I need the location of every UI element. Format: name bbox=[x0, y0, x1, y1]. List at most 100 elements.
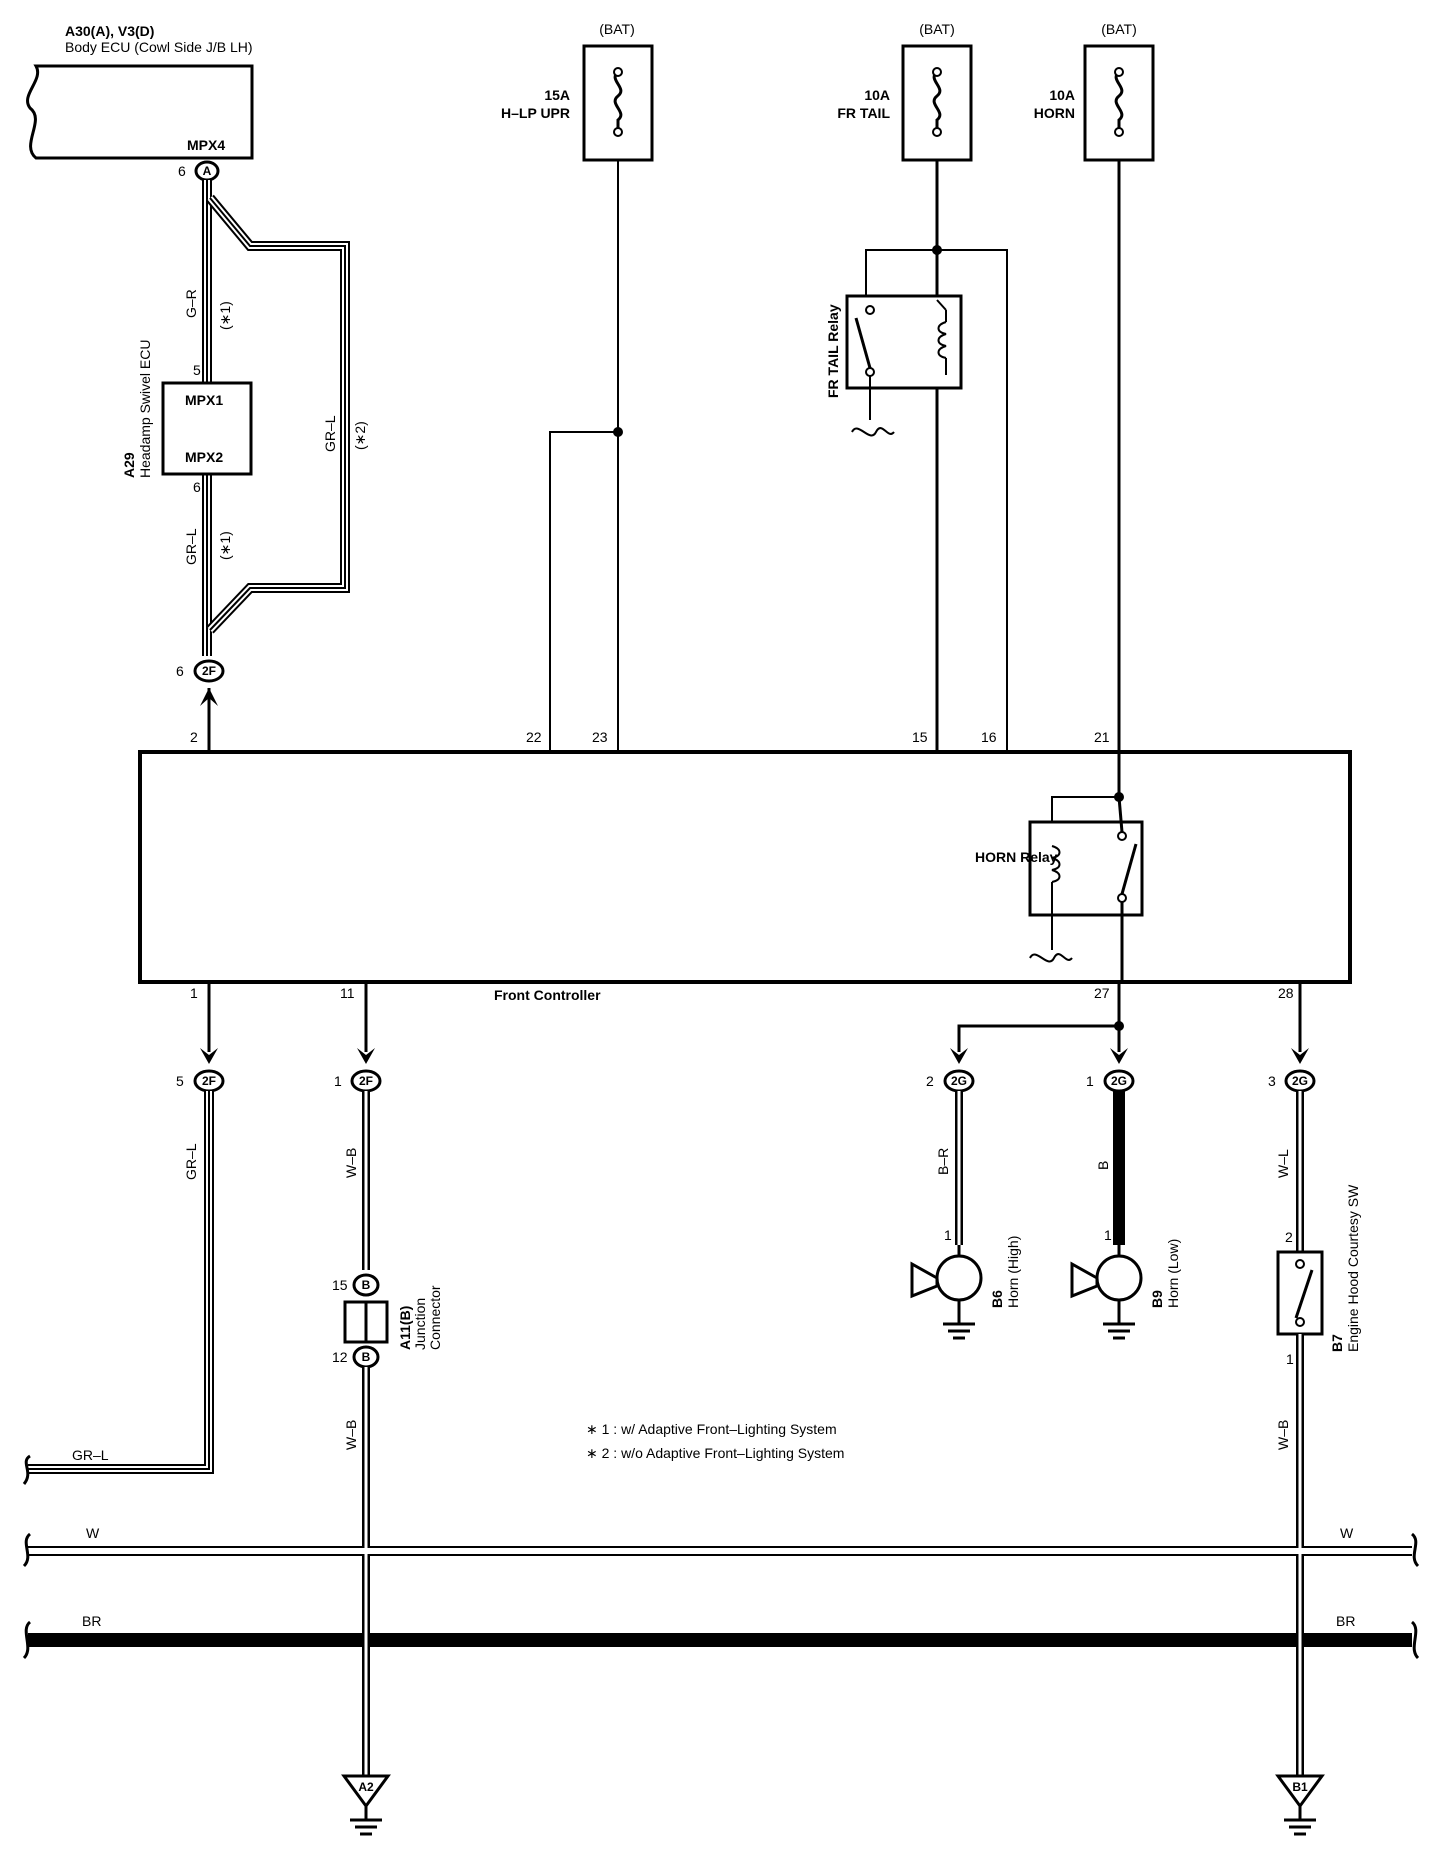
splice-fr-tail bbox=[932, 245, 942, 255]
junction-conn-top: B bbox=[362, 1278, 371, 1292]
horn-high-name: Horn (High) bbox=[1005, 1236, 1021, 1308]
splice-h-lp bbox=[613, 427, 623, 437]
front-controller-name: Front Controller bbox=[494, 987, 601, 1003]
fuse3-amp: 10A bbox=[1049, 87, 1075, 103]
c2g-3-conn: 2G bbox=[1292, 1074, 1308, 1088]
c2g-1-conn: 2G bbox=[951, 1074, 967, 1088]
fc-pin-1: 1 bbox=[190, 985, 198, 1001]
body-ecu-subtitle: Body ECU (Cowl Side J/B LH) bbox=[65, 39, 253, 55]
fc-pin-2: 2 bbox=[190, 729, 198, 745]
fr-tail-relay-name: FR TAIL Relay bbox=[825, 304, 841, 398]
fc-pin-28: 28 bbox=[1278, 985, 1294, 1001]
wire-label-gr-l: GR–L bbox=[183, 528, 199, 565]
fc-pin-23: 23 bbox=[592, 729, 608, 745]
fuse-fr-tail: (BAT) 10A FR TAIL bbox=[837, 21, 973, 162]
swivel-ecu-box bbox=[161, 381, 253, 476]
junction-id: A11(B) bbox=[397, 1306, 413, 1350]
bus-br-label-right: BR bbox=[1336, 1613, 1355, 1629]
wire-note-2: (∗2) bbox=[352, 421, 368, 450]
c2g-3-pin: 3 bbox=[1268, 1073, 1276, 1089]
fc-pin-11: 11 bbox=[340, 985, 355, 1001]
note-2: ∗ 2 : w/o Adaptive Front–Lighting System bbox=[586, 1445, 844, 1461]
left-harness: G–R (∗1) GR–L (∗2) GR–L (∗1) MPX1 MPX2 5… bbox=[121, 180, 368, 752]
c2g-2-pin: 1 bbox=[1086, 1073, 1094, 1089]
hood-courtesy-switch bbox=[1276, 1250, 1324, 1336]
fc-pin-16: 16 bbox=[981, 729, 997, 745]
wire-note-1b: (∗1) bbox=[217, 531, 233, 560]
note-1: ∗ 1 : w/ Adaptive Front–Lighting System bbox=[586, 1421, 837, 1437]
c2f-top-pin: 6 bbox=[176, 663, 184, 679]
horn-high-pin: 1 bbox=[944, 1227, 952, 1243]
wire-w-b-3: W–B bbox=[1275, 1420, 1291, 1450]
junction-conn-bottom: B bbox=[362, 1350, 371, 1364]
c2g-1-pin: 2 bbox=[926, 1073, 934, 1089]
fuse2-bat: (BAT) bbox=[919, 21, 955, 37]
wire-w-b-2: W–B bbox=[343, 1420, 359, 1450]
bus-w: W W bbox=[22, 1525, 1420, 1568]
bottom-section: 5 2F 1 2F 2 2G 1 2G 3 2G GR–L GR–L W–B 1… bbox=[22, 982, 1420, 1836]
c2f-b1-pin: 5 bbox=[176, 1073, 184, 1089]
wire-b: B bbox=[1095, 1161, 1111, 1170]
junction-name1: Junction bbox=[412, 1298, 428, 1350]
body-ecu-pin-label: MPX4 bbox=[187, 137, 225, 153]
fr-tail-relay-coil bbox=[937, 321, 947, 359]
c2f-b1-conn: 2F bbox=[202, 1074, 216, 1088]
wire-note-1a: (∗1) bbox=[217, 301, 233, 330]
swivel-id: A29 bbox=[121, 452, 137, 478]
c2f-b2-conn: 2F bbox=[359, 1074, 373, 1088]
horn-relay-ground bbox=[1029, 953, 1073, 963]
swivel-pin-bottom-label: MPX2 bbox=[185, 449, 223, 465]
fuse3-bat: (BAT) bbox=[1101, 21, 1137, 37]
fuse1-name: H–LP UPR bbox=[501, 105, 570, 121]
upper-wires: 22 23 15 16 21 bbox=[526, 160, 1121, 752]
fuse3-element bbox=[1114, 70, 1124, 132]
fuse2-name: FR TAIL bbox=[837, 105, 890, 121]
fuse3-name: HORN bbox=[1034, 105, 1075, 121]
c2f-b2-pin: 1 bbox=[334, 1073, 342, 1089]
fuse1-element bbox=[613, 70, 623, 132]
wire-w-l: W–L bbox=[1275, 1149, 1291, 1178]
fc-pin-22: 22 bbox=[526, 729, 542, 745]
ground-a2: A2 bbox=[341, 1774, 391, 1836]
swivel-pin-top-label: MPX1 bbox=[185, 392, 223, 408]
swivel-name: Headamp Swivel ECU bbox=[137, 340, 153, 479]
body-ecu-conn-label: A bbox=[203, 164, 212, 178]
bus-w-label-left: W bbox=[86, 1525, 100, 1541]
body-ecu-pin-num: 6 bbox=[178, 163, 186, 179]
swivel-pin-bottom: 6 bbox=[193, 479, 201, 495]
hood-sw-pin-top: 2 bbox=[1285, 1229, 1293, 1245]
junction-pin-top: 15 bbox=[332, 1277, 348, 1293]
hood-sw-pin-bottom: 1 bbox=[1286, 1351, 1294, 1367]
hood-sw-name: Engine Hood Courtesy SW bbox=[1345, 1184, 1361, 1352]
wire-w-b-1: W–B bbox=[343, 1148, 359, 1178]
fuse1-amp: 15A bbox=[544, 87, 570, 103]
front-controller-box bbox=[138, 750, 1352, 984]
body-ecu-box bbox=[26, 64, 254, 160]
fc-pin-15: 15 bbox=[912, 729, 928, 745]
fr-tail-relay-ground bbox=[851, 427, 895, 437]
hood-sw-id: B7 bbox=[1329, 1334, 1345, 1352]
horn-high-id: B6 bbox=[989, 1290, 1005, 1308]
swivel-pin-top: 5 bbox=[193, 362, 201, 378]
bus-br: BR BR bbox=[22, 1613, 1420, 1660]
bus-br-label-left: BR bbox=[82, 1613, 101, 1629]
fc-pin-21: 21 bbox=[1094, 729, 1110, 745]
ground-b1-label: B1 bbox=[1292, 1780, 1308, 1794]
horn-high bbox=[910, 1245, 983, 1340]
body-ecu: A30(A), V3(D) Body ECU (Cowl Side J/B LH… bbox=[26, 23, 254, 182]
horn-low-name: Horn (Low) bbox=[1165, 1239, 1181, 1308]
c2f-top-conn: 2F bbox=[202, 664, 216, 678]
horn-low-id: B9 bbox=[1149, 1290, 1165, 1308]
fuse1-bat: (BAT) bbox=[599, 21, 635, 37]
fuse-h-lp-upr: (BAT) 15A H–LP UPR bbox=[501, 21, 654, 162]
ground-b1: B1 bbox=[1275, 1774, 1325, 1836]
horn-relay-name: HORN Relay bbox=[975, 849, 1058, 865]
wire-gr-l-bottom: GR–L bbox=[183, 1143, 199, 1180]
wire-label-gr-r: G–R bbox=[183, 289, 199, 318]
fuse2-element bbox=[932, 70, 942, 132]
wire-label-gr-l-bypass: GR–L bbox=[322, 415, 338, 452]
junction-pin-bottom: 12 bbox=[332, 1349, 348, 1365]
c2g-2-conn: 2G bbox=[1111, 1074, 1127, 1088]
wire-b-r: B–R bbox=[935, 1148, 951, 1175]
